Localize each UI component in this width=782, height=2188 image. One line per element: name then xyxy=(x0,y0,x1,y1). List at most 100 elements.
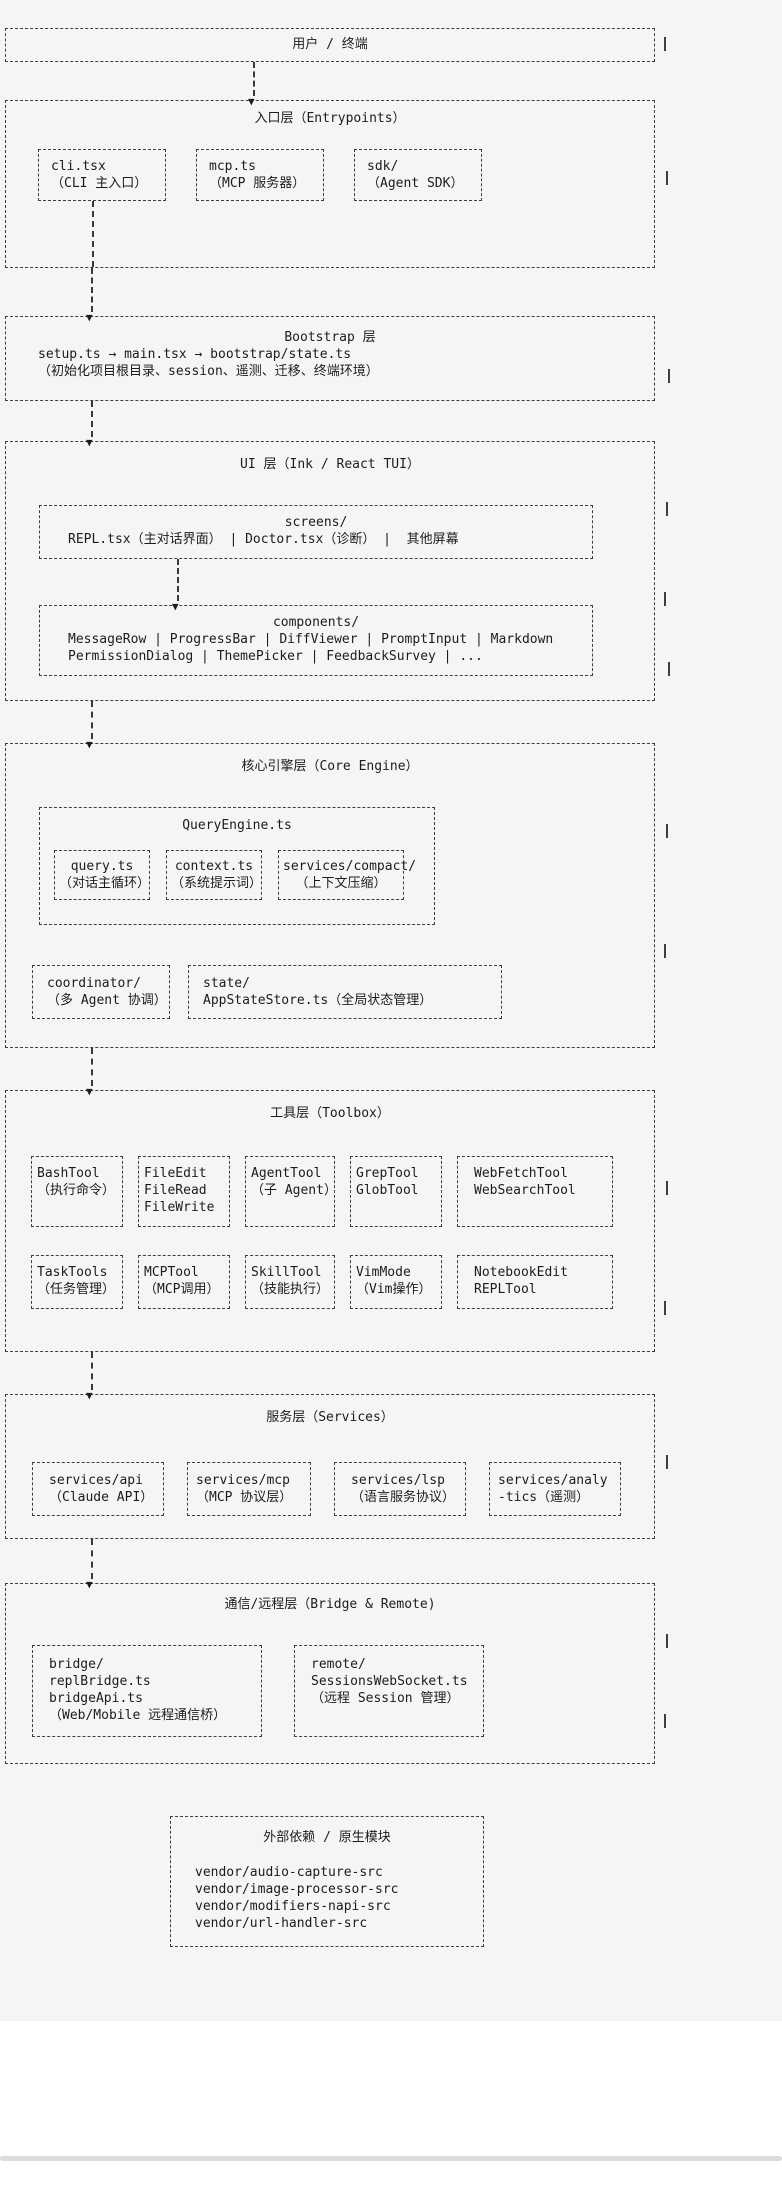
box-remote: remote/ SessionsWebSocket.ts （远程 Session… xyxy=(294,1645,484,1737)
ascii-edge-mark xyxy=(668,662,670,676)
layer-title: 通信/远程层（Bridge & Remote) xyxy=(224,1597,436,1612)
layer-title: 服务层（Services） xyxy=(266,1410,394,1425)
box-mcp-ts: mcp.ts （MCP 服务器） xyxy=(196,149,324,201)
toolbox-row-2: TaskTools （任务管理） MCPTool （MCP调用） SkillTo… xyxy=(31,1255,654,1309)
connector-line xyxy=(91,401,93,437)
box-line: replBridge.ts xyxy=(49,1674,151,1689)
box-query-engine: QueryEngine.ts query.ts （对话主循环） context.… xyxy=(39,807,435,925)
ascii-edge-mark xyxy=(666,171,668,185)
box-line: context.ts xyxy=(174,859,254,874)
vendor-item: vendor/audio-capture-src xyxy=(195,1865,383,1880)
connector-services-bridge: ▼ xyxy=(5,1539,782,1590)
external-deps-section: 外部依赖 / 原生模块 vendor/audio-capture-src ven… xyxy=(5,1816,782,1947)
box-line: SkillTool xyxy=(251,1265,322,1280)
box-services-analytics: services/analy -tics（遥测） xyxy=(489,1462,621,1516)
box-grep-glob: GrepTool GlobTool xyxy=(350,1156,442,1227)
layer-services: 服务层（Services） services/api （Claude API） … xyxy=(5,1394,668,1539)
layer-title: UI 层（Ink / React TUI） xyxy=(240,457,420,472)
connector-bootstrap-ui: ▼ xyxy=(5,401,782,448)
box-state: state/ AppStateStore.ts（全局状态管理） xyxy=(188,965,502,1019)
connector-toolbox-services: ▼ xyxy=(5,1352,782,1401)
ascii-edge-mark xyxy=(668,369,670,383)
box-agenttool: AgentTool （子 Agent） xyxy=(245,1156,337,1227)
box-line: （MCP调用） xyxy=(144,1282,220,1297)
arrow-down-icon: ▼ xyxy=(86,436,93,449)
connector-user-entry: ▼ xyxy=(5,62,782,107)
ascii-edge-mark xyxy=(666,1455,668,1469)
connector-line xyxy=(91,1352,93,1390)
box-vimmode: VimMode （Vim操作） xyxy=(350,1255,442,1309)
connector-line xyxy=(91,268,93,312)
box-title: QueryEngine.ts xyxy=(182,818,292,833)
box-line: SessionsWebSocket.ts xyxy=(311,1674,468,1689)
box-line xyxy=(37,1199,122,1216)
box-external-deps: 外部依赖 / 原生模块 vendor/audio-capture-src ven… xyxy=(170,1816,484,1947)
box-bashtool: BashTool （执行命令） xyxy=(31,1156,123,1227)
ascii-edge-mark xyxy=(666,1181,668,1195)
box-line: （语言服务协议） xyxy=(351,1490,456,1505)
box-coordinator: coordinator/ （多 Agent 协调） xyxy=(32,965,170,1019)
box-file-tools: FileEdit FileRead FileWrite xyxy=(138,1156,230,1227)
box-line: （任务管理） xyxy=(37,1282,116,1297)
box-query-ts: query.ts （对话主循环） xyxy=(54,850,150,900)
box-line: MCPTool xyxy=(144,1265,199,1280)
layer-core-engine: 核心引擎层（Core Engine） QueryEngine.ts query.… xyxy=(5,743,668,1048)
arrow-down-icon: ▼ xyxy=(86,1085,93,1098)
arrow-down-icon: ▼ xyxy=(248,95,255,108)
layer-user-terminal: 用户 / 终端 xyxy=(5,28,666,62)
box-bridge: bridge/ replBridge.ts bridgeApi.ts （Web/… xyxy=(32,1645,262,1737)
box-line: （Agent SDK） xyxy=(367,176,464,191)
layer-title: 核心引擎层（Core Engine） xyxy=(241,759,419,774)
box-tasktools: TaskTools （任务管理） xyxy=(31,1255,123,1309)
box-line: WebFetchTool xyxy=(474,1166,568,1181)
box-notebook-repl: NotebookEdit REPLTool xyxy=(457,1255,613,1309)
box-line: FileWrite xyxy=(144,1200,215,1215)
box-title: components/ xyxy=(272,615,360,630)
components-row: PermissionDialog | ThemePicker | Feedbac… xyxy=(68,649,483,664)
box-line: -tics（遥测） xyxy=(498,1490,590,1505)
box-cli-tsx: cli.tsx （CLI 主入口） xyxy=(38,149,166,201)
entry-boxes: cli.tsx （CLI 主入口） mcp.ts （MCP 服务器） sdk/ … xyxy=(38,149,654,201)
screens-row: REPL.tsx（主对话界面） | Doctor.tsx（诊断） | 其他屏幕 xyxy=(68,532,459,547)
box-mcptool: MCPTool （MCP调用） xyxy=(138,1255,230,1309)
footer-divider xyxy=(0,2156,782,2161)
arrow-down-icon: ▼ xyxy=(86,1389,93,1402)
box-line: （子 Agent） xyxy=(251,1183,337,1198)
diagram-content: 用户 / 终端 ▼ 入口层（Entrypoints） cli.tsx （CLI … xyxy=(0,0,782,2021)
connector-line xyxy=(177,559,179,601)
ascii-edge-mark xyxy=(664,1714,666,1728)
box-line: WebSearchTool xyxy=(474,1183,576,1198)
toolbox-row-1: BashTool （执行命令） FileEdit FileRead FileWr… xyxy=(31,1156,654,1227)
connector-screens-components: ▼ xyxy=(6,559,654,612)
box-line: query.ts xyxy=(70,859,134,874)
layer-toolbox: 工具层（Toolbox） BashTool （执行命令） FileEdit Fi… xyxy=(5,1090,668,1352)
connector-line xyxy=(91,1539,93,1579)
box-screens: screens/ REPL.tsx（主对话界面） | Doctor.tsx（诊断… xyxy=(39,505,593,559)
box-title: screens/ xyxy=(284,515,348,530)
box-line: （Vim操作） xyxy=(356,1282,432,1297)
box-skilltool: SkillTool （技能执行） xyxy=(245,1255,335,1309)
box-line: （CLI 主入口） xyxy=(51,176,148,191)
box-line: remote/ xyxy=(311,1657,366,1672)
arrow-down-icon: ▼ xyxy=(172,600,179,613)
layer-title: 工具层（Toolbox） xyxy=(270,1106,390,1121)
box-line: AppStateStore.ts（全局状态管理） xyxy=(203,993,433,1008)
bootstrap-flow: setup.ts → main.tsx → bootstrap/state.ts xyxy=(38,347,352,362)
box-line: VimMode xyxy=(356,1265,411,1280)
box-line: sdk/ xyxy=(367,159,399,174)
box-services-lsp: services/lsp （语言服务协议） xyxy=(334,1462,466,1516)
layer-title: 用户 / 终端 xyxy=(292,37,368,52)
box-line: （技能执行） xyxy=(251,1282,330,1297)
box-title: 外部依赖 / 原生模块 xyxy=(263,1830,391,1845)
box-line: （上下文压缩） xyxy=(295,876,387,891)
layer-entrypoints: 入口层（Entrypoints） cli.tsx （CLI 主入口） mcp.t… xyxy=(5,100,668,268)
box-line: （多 Agent 协调） xyxy=(47,993,167,1008)
layer-bridge-remote: 通信/远程层（Bridge & Remote) bridge/ replBrid… xyxy=(5,1583,668,1764)
box-line: （Claude API） xyxy=(49,1490,154,1505)
ascii-edge-mark xyxy=(664,37,666,51)
layer-title: 入口层（Entrypoints） xyxy=(254,111,406,126)
box-line: （MCP 服务器） xyxy=(209,176,306,191)
box-line: TaskTools xyxy=(37,1265,108,1280)
box-line: coordinator/ xyxy=(47,976,141,991)
